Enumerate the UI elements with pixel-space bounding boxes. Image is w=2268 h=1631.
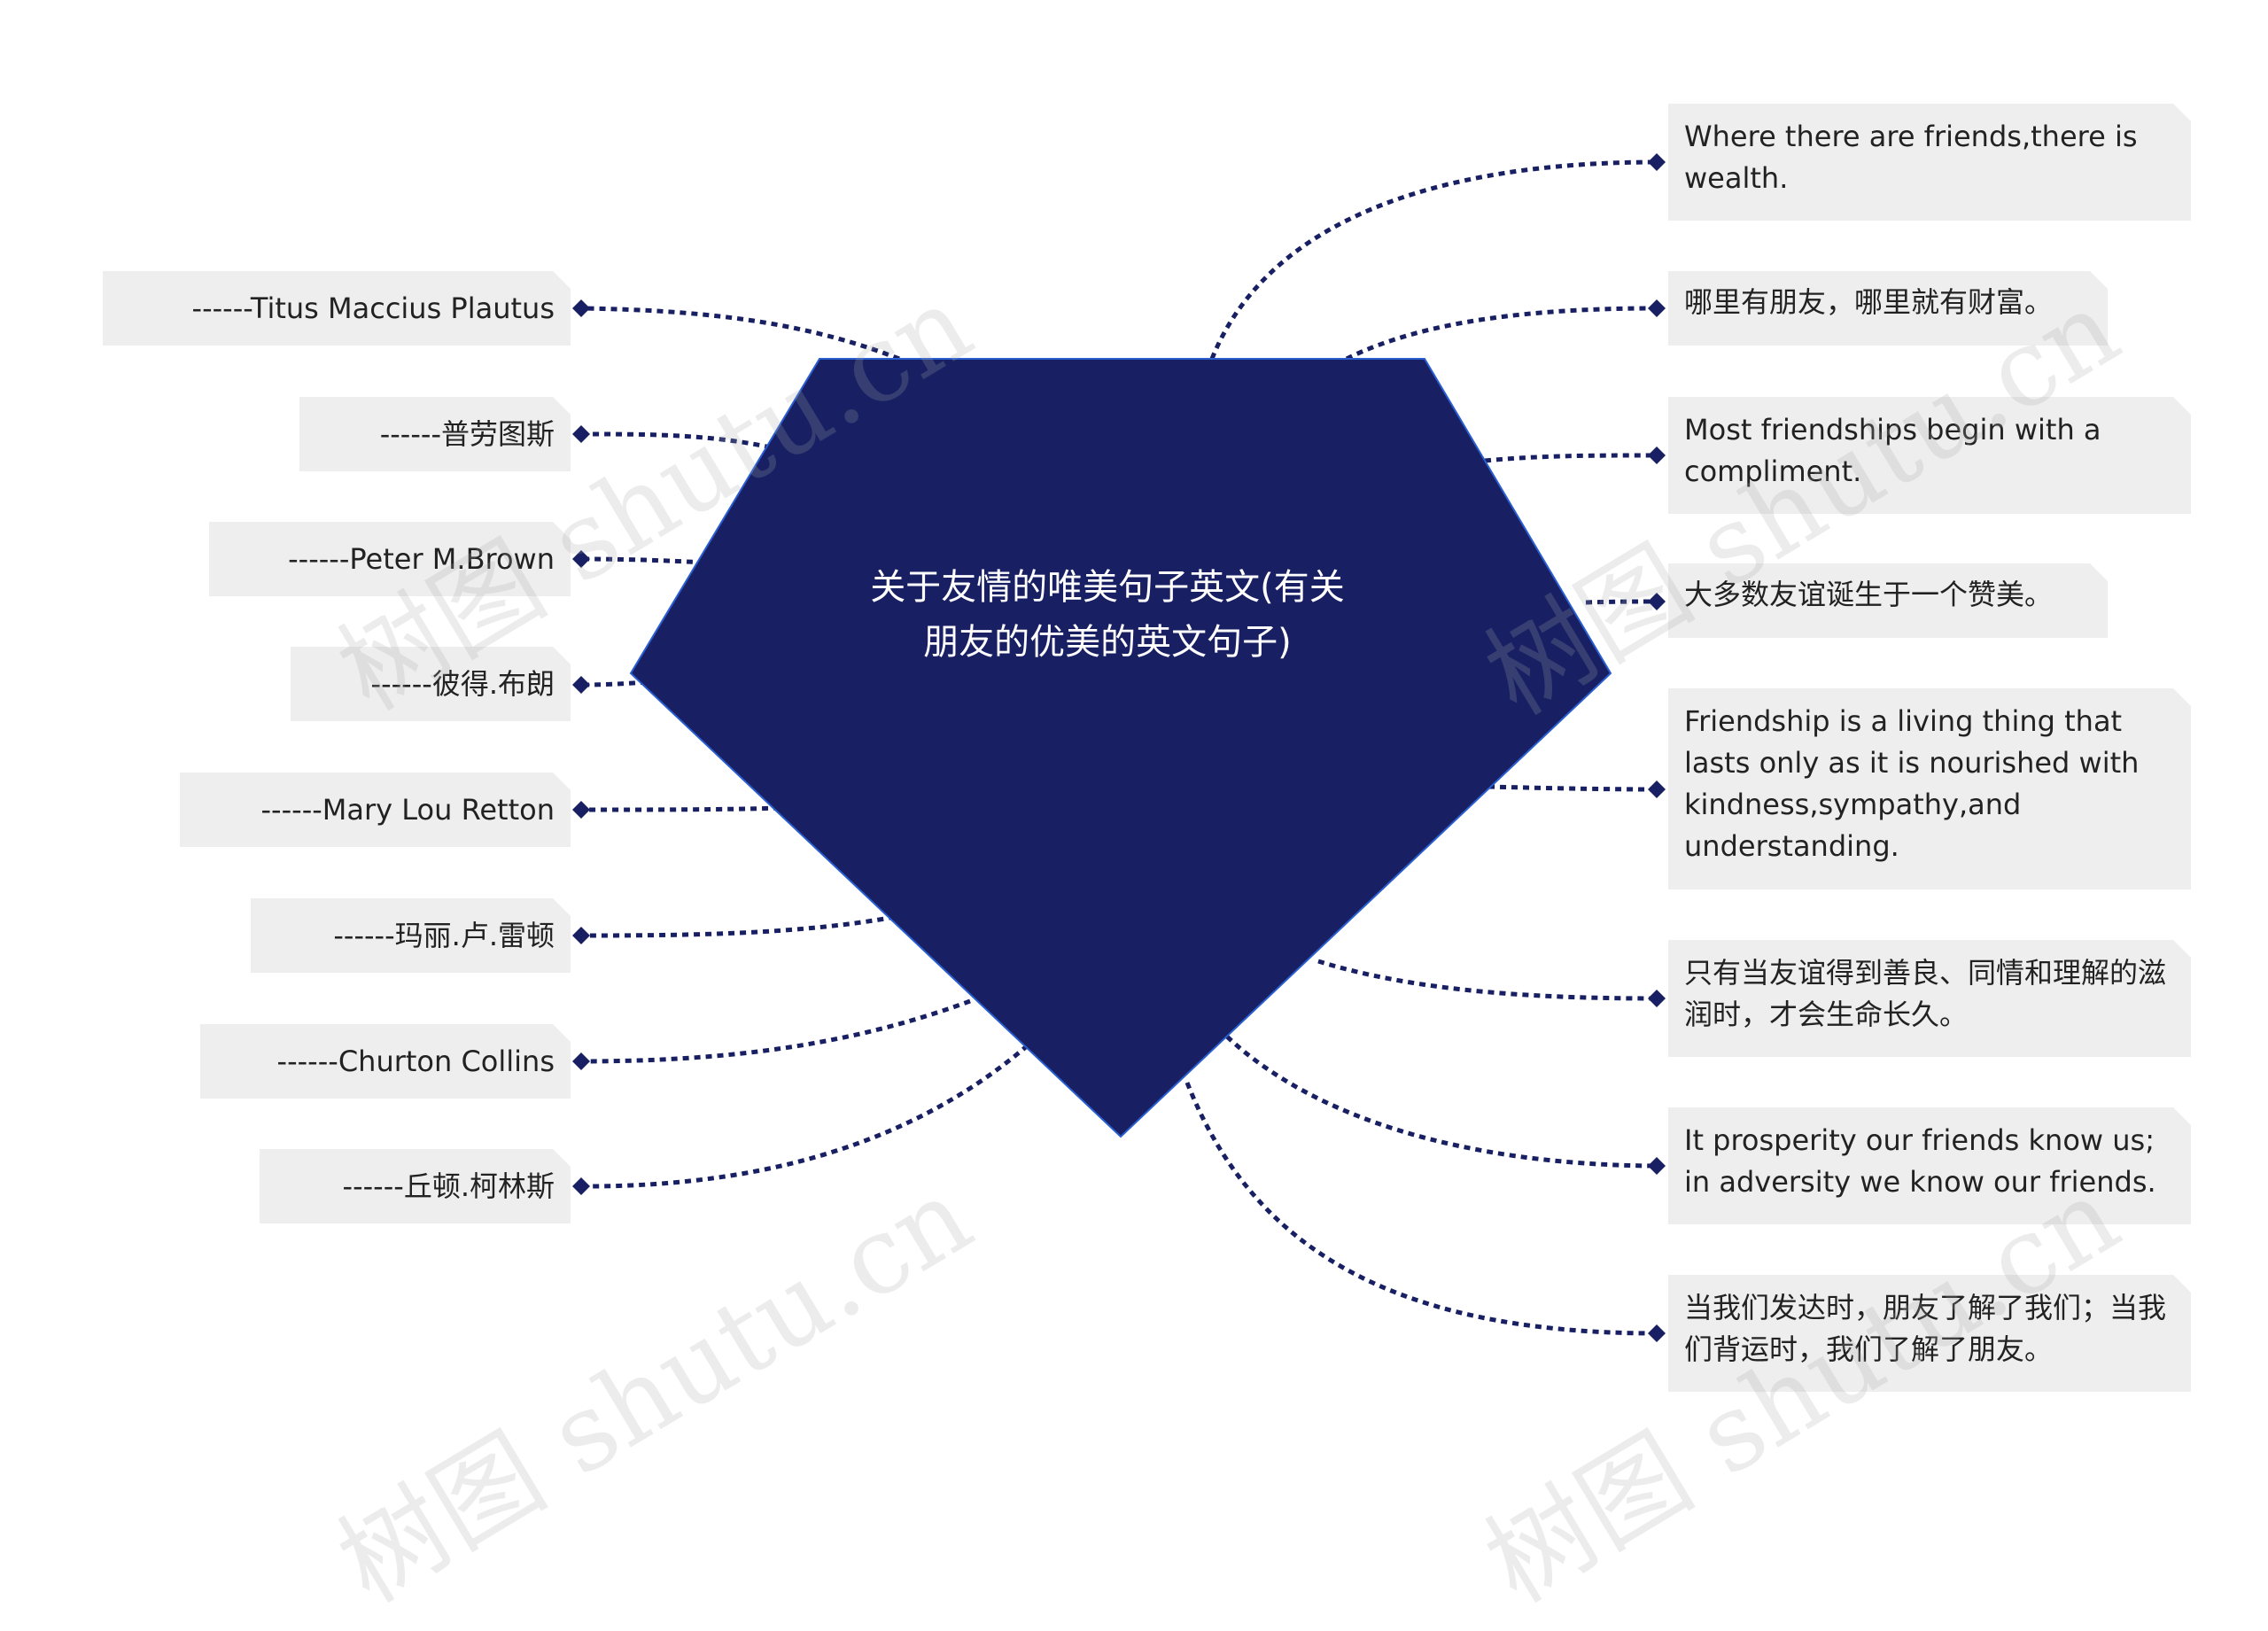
connector-line (1184, 1082, 1658, 1336)
left-node-2[interactable]: ------普劳图斯 (299, 397, 571, 471)
left-node-4[interactable]: ------彼得.布朗 (291, 647, 571, 721)
left-node-7[interactable]: ------Churton Collins (200, 1024, 571, 1099)
connector-line (1484, 453, 1658, 463)
right-node-1[interactable]: Where there are friends,there is wealth. (1668, 104, 2191, 221)
connector-diamond-icon (1648, 1324, 1666, 1342)
connector-line (580, 556, 705, 565)
right-node-3[interactable]: Most friendships begin with a compliment… (1668, 397, 2191, 514)
connector-diamond-icon (1648, 593, 1666, 610)
left-node-5[interactable]: ------Mary Lou Retton (180, 773, 571, 847)
right-node-6[interactable]: 只有当友谊得到善良、同情和理解的滋润时，才会生命长久。 (1668, 940, 2191, 1057)
connector-diamond-icon (1648, 781, 1666, 798)
center-node-shape[interactable] (629, 358, 1612, 1138)
right-node-2[interactable]: 哪里有朋友，哪里就有财富。 (1668, 271, 2108, 346)
left-node-3[interactable]: ------Peter M.Brown (209, 522, 571, 596)
connector-diamond-icon (572, 676, 590, 694)
connector-diamond-icon (1648, 990, 1666, 1007)
connector-line (580, 680, 648, 687)
left-node-1[interactable]: ------Titus Maccius Plautus (103, 271, 571, 346)
connector-diamond-icon (1648, 1157, 1666, 1175)
connector-line (580, 306, 900, 361)
connector-diamond-icon (572, 1177, 590, 1195)
connector-diamond-icon (1648, 447, 1666, 464)
connector-lines (580, 159, 1658, 1336)
mindmap-links (572, 153, 1666, 1342)
connector-line (1225, 1035, 1658, 1169)
left-node-6[interactable]: ------玛丽.卢.雷顿 (251, 898, 571, 973)
connector-line (1487, 784, 1658, 792)
right-node-4[interactable]: 大多数友谊诞生于一个赞美。 (1668, 563, 2108, 638)
connector-diamond-icon (572, 927, 590, 944)
connector-diamond-icon (572, 1052, 590, 1070)
left-node-8[interactable]: ------丘顿.柯林斯 (260, 1149, 571, 1223)
connector-line (580, 431, 772, 450)
connector-line (1209, 159, 1658, 360)
connector-line (1345, 306, 1658, 361)
connector-line (580, 805, 781, 812)
connector-diamond-icon (1648, 153, 1666, 171)
connector-line (580, 914, 896, 938)
right-node-5[interactable]: Friendship is a living thing that lasts … (1668, 688, 2191, 889)
connector-diamond-icon (572, 425, 590, 443)
connector-diamond-icon (1648, 299, 1666, 317)
connector-diamond-icon (572, 550, 590, 568)
connector-markers (572, 153, 1666, 1342)
connector-line (580, 1044, 1029, 1189)
connector-line (1317, 959, 1658, 1001)
connector-diamond-icon (572, 801, 590, 819)
right-node-7[interactable]: It prosperity our friends know us; in ad… (1668, 1107, 2191, 1224)
right-node-8[interactable]: 当我们发达时，朋友了解了我们；当我们背运时，我们了解了朋友。 (1668, 1275, 2191, 1392)
connector-diamond-icon (572, 299, 590, 317)
center-node-title[interactable]: 关于友情的唯美句子英文(有关朋友的优美的英文句子) (870, 567, 1345, 663)
connector-line (580, 998, 971, 1064)
